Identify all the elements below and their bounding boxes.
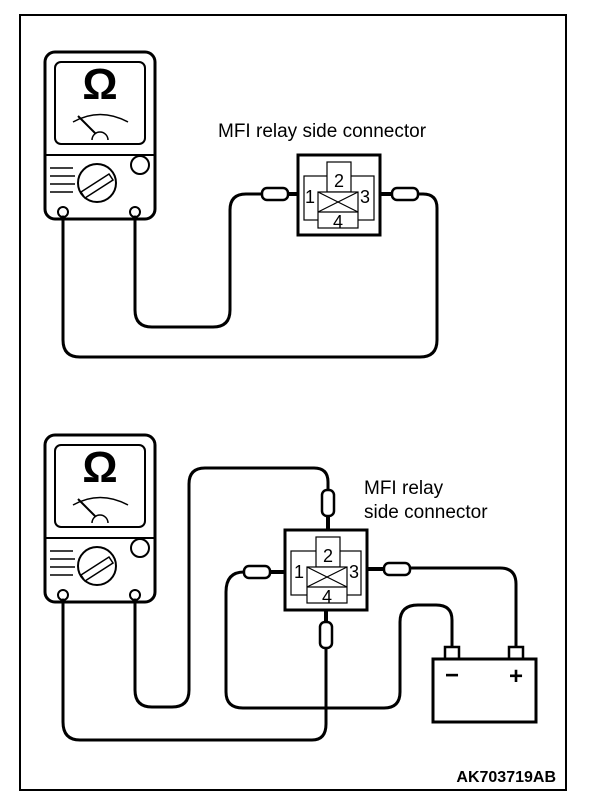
relay-connector: 1 2 3 4 xyxy=(283,528,369,612)
probe-lead-to-terminal-2 xyxy=(133,466,330,709)
figure-id-code: AK703719AB xyxy=(456,769,556,786)
probe-lead-to-terminal-4 xyxy=(61,598,328,742)
ohmmeter: Ω xyxy=(43,50,157,221)
figure-frame xyxy=(19,14,567,791)
panel-2: Ω MFI relay side connector xyxy=(43,433,538,742)
connector-label-line-2: side connector xyxy=(364,502,488,523)
ohm-symbol-icon: Ω xyxy=(82,443,117,492)
test-plug-right xyxy=(390,186,420,202)
battery-positive-terminal-label: + xyxy=(509,663,523,690)
terminal-4-label: 4 xyxy=(333,212,343,232)
terminal-2-label: 2 xyxy=(323,546,333,566)
probe-lead-1 xyxy=(61,192,439,359)
jumper-terminal-3-to-battery-positive xyxy=(408,566,518,650)
relay-connector: 1 2 3 4 xyxy=(296,153,382,237)
probe-lead-2 xyxy=(133,192,264,329)
terminal-1-label: 1 xyxy=(305,187,315,207)
ohm-symbol-icon: Ω xyxy=(82,60,117,109)
terminal-3-label: 3 xyxy=(349,562,359,582)
range-selector-dial[interactable] xyxy=(50,546,117,586)
connector-label: MFI relay side connector xyxy=(218,121,427,142)
battery: − + xyxy=(431,645,538,724)
test-plug-bottom xyxy=(318,620,334,650)
battery-negative-terminal-label: − xyxy=(445,662,459,689)
terminal-1-label: 1 xyxy=(294,562,304,582)
connector-label-line-1: MFI relay xyxy=(364,478,444,499)
ohmmeter: Ω xyxy=(43,433,157,604)
test-plug-top xyxy=(320,488,336,518)
range-selector-dial[interactable] xyxy=(50,163,117,203)
zero-adjust-knob[interactable] xyxy=(130,155,150,175)
test-plug-left xyxy=(242,564,272,580)
jumper-terminal-1-to-battery-negative xyxy=(224,570,454,710)
panel-1: Ω MFI relay side connector xyxy=(43,50,439,359)
test-plug-left xyxy=(260,186,290,202)
terminal-3-label: 3 xyxy=(360,187,370,207)
terminal-4-label: 4 xyxy=(322,587,332,607)
zero-adjust-knob[interactable] xyxy=(130,538,150,558)
meter-scale-icon xyxy=(72,496,129,524)
meter-scale-icon xyxy=(72,113,129,141)
test-plug-right xyxy=(382,561,412,577)
terminal-2-label: 2 xyxy=(334,171,344,191)
